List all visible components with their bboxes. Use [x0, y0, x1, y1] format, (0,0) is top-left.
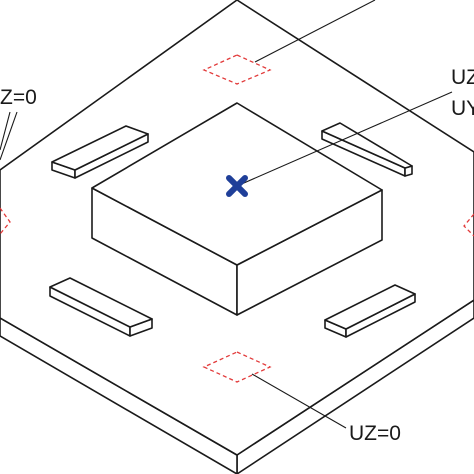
pad-top-left: [51, 125, 149, 179]
pad-bottom-left: [49, 277, 153, 337]
leader-line-left-2: [0, 111, 11, 151]
boundary-region-left-partial: [0, 207, 11, 235]
label-bottom: UZ=0: [349, 422, 401, 445]
boundary-region-bottom: [202, 351, 272, 383]
leader-line-top: [254, 0, 376, 63]
boundary-region-right-partial: [463, 213, 474, 237]
leader-line-left-1: [0, 111, 18, 161]
x-cross-icon: [226, 175, 248, 197]
label-right-top-2: UY: [451, 97, 474, 120]
pad-top-right: [321, 122, 413, 177]
pad-bottom-right: [324, 284, 416, 338]
leader-line-bottom: [251, 373, 347, 429]
label-left-top: Z=0: [0, 86, 37, 109]
label-right-top-1: UZ: [451, 66, 474, 89]
leader-line-load: [236, 91, 453, 187]
boundary-region-top: [202, 54, 272, 85]
